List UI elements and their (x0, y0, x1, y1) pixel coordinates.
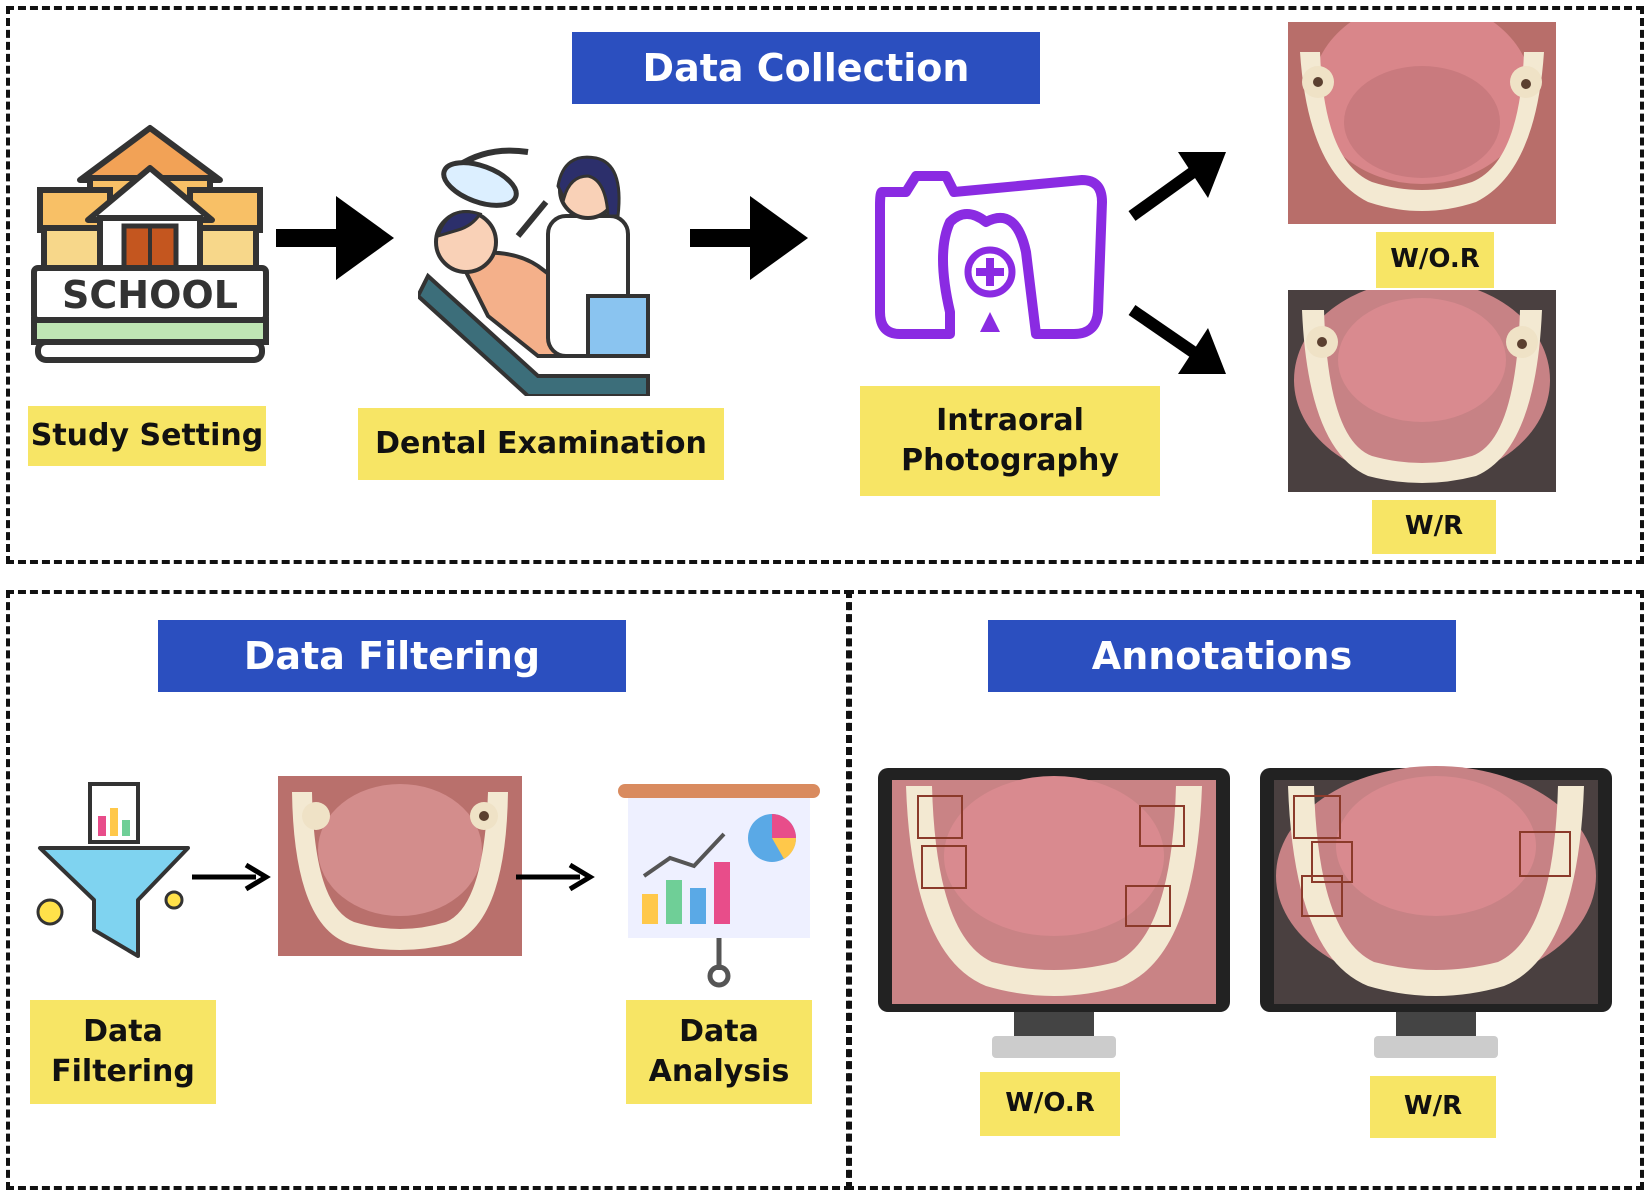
arrow-icon (192, 862, 272, 892)
arrow-icon (1126, 300, 1236, 380)
arrow-icon (1126, 146, 1236, 226)
arrow-icon (516, 862, 596, 892)
data-filtering-label: Data Filtering (30, 1000, 216, 1104)
data-analysis-label: Data Analysis (626, 1000, 812, 1104)
monitor-icon (1258, 766, 1614, 1060)
dental-camera-icon (866, 162, 1116, 352)
dental-examination-label: Dental Examination (358, 408, 724, 480)
photo-label-without-retractor: W/O.R (1376, 232, 1494, 288)
intraoral-photography-label: Intraoral Photography (860, 386, 1160, 496)
annotation-label-without-retractor: W/O.R (980, 1072, 1120, 1136)
school-sign-text: SCHOOL (62, 273, 238, 317)
data-filtering-line1: Data (83, 1013, 163, 1049)
data-analysis-line1: Data (679, 1013, 759, 1049)
arrow-icon (276, 196, 394, 280)
data-collection-panel (6, 6, 1644, 564)
filter-funnel-icon (34, 780, 194, 960)
study-setting-label: Study Setting (28, 406, 266, 466)
photo-label-with-retractor: W/R (1372, 500, 1496, 554)
annotations-title: Annotations (988, 620, 1456, 692)
data-filtering-line2: Filtering (51, 1054, 195, 1089)
school-icon: SCHOOL (30, 120, 270, 380)
filtered-intraoral-photo (278, 776, 522, 956)
arrow-icon (690, 196, 808, 280)
data-filtering-panel (6, 590, 852, 1190)
dentist-icon (418, 146, 678, 396)
analytics-board-icon (614, 780, 824, 990)
data-analysis-line2: Analysis (648, 1054, 790, 1089)
intraoral-line1: Intraoral (936, 402, 1084, 438)
annotations-panel (846, 590, 1644, 1190)
intraoral-photo-without-retractor (1288, 22, 1556, 224)
intraoral-photo-with-retractor (1288, 290, 1556, 492)
data-filtering-title: Data Filtering (158, 620, 626, 692)
monitor-icon (876, 766, 1232, 1060)
data-collection-title: Data Collection (572, 32, 1040, 104)
annotation-label-with-retractor: W/R (1370, 1076, 1496, 1138)
intraoral-line2: Photography (901, 443, 1119, 478)
